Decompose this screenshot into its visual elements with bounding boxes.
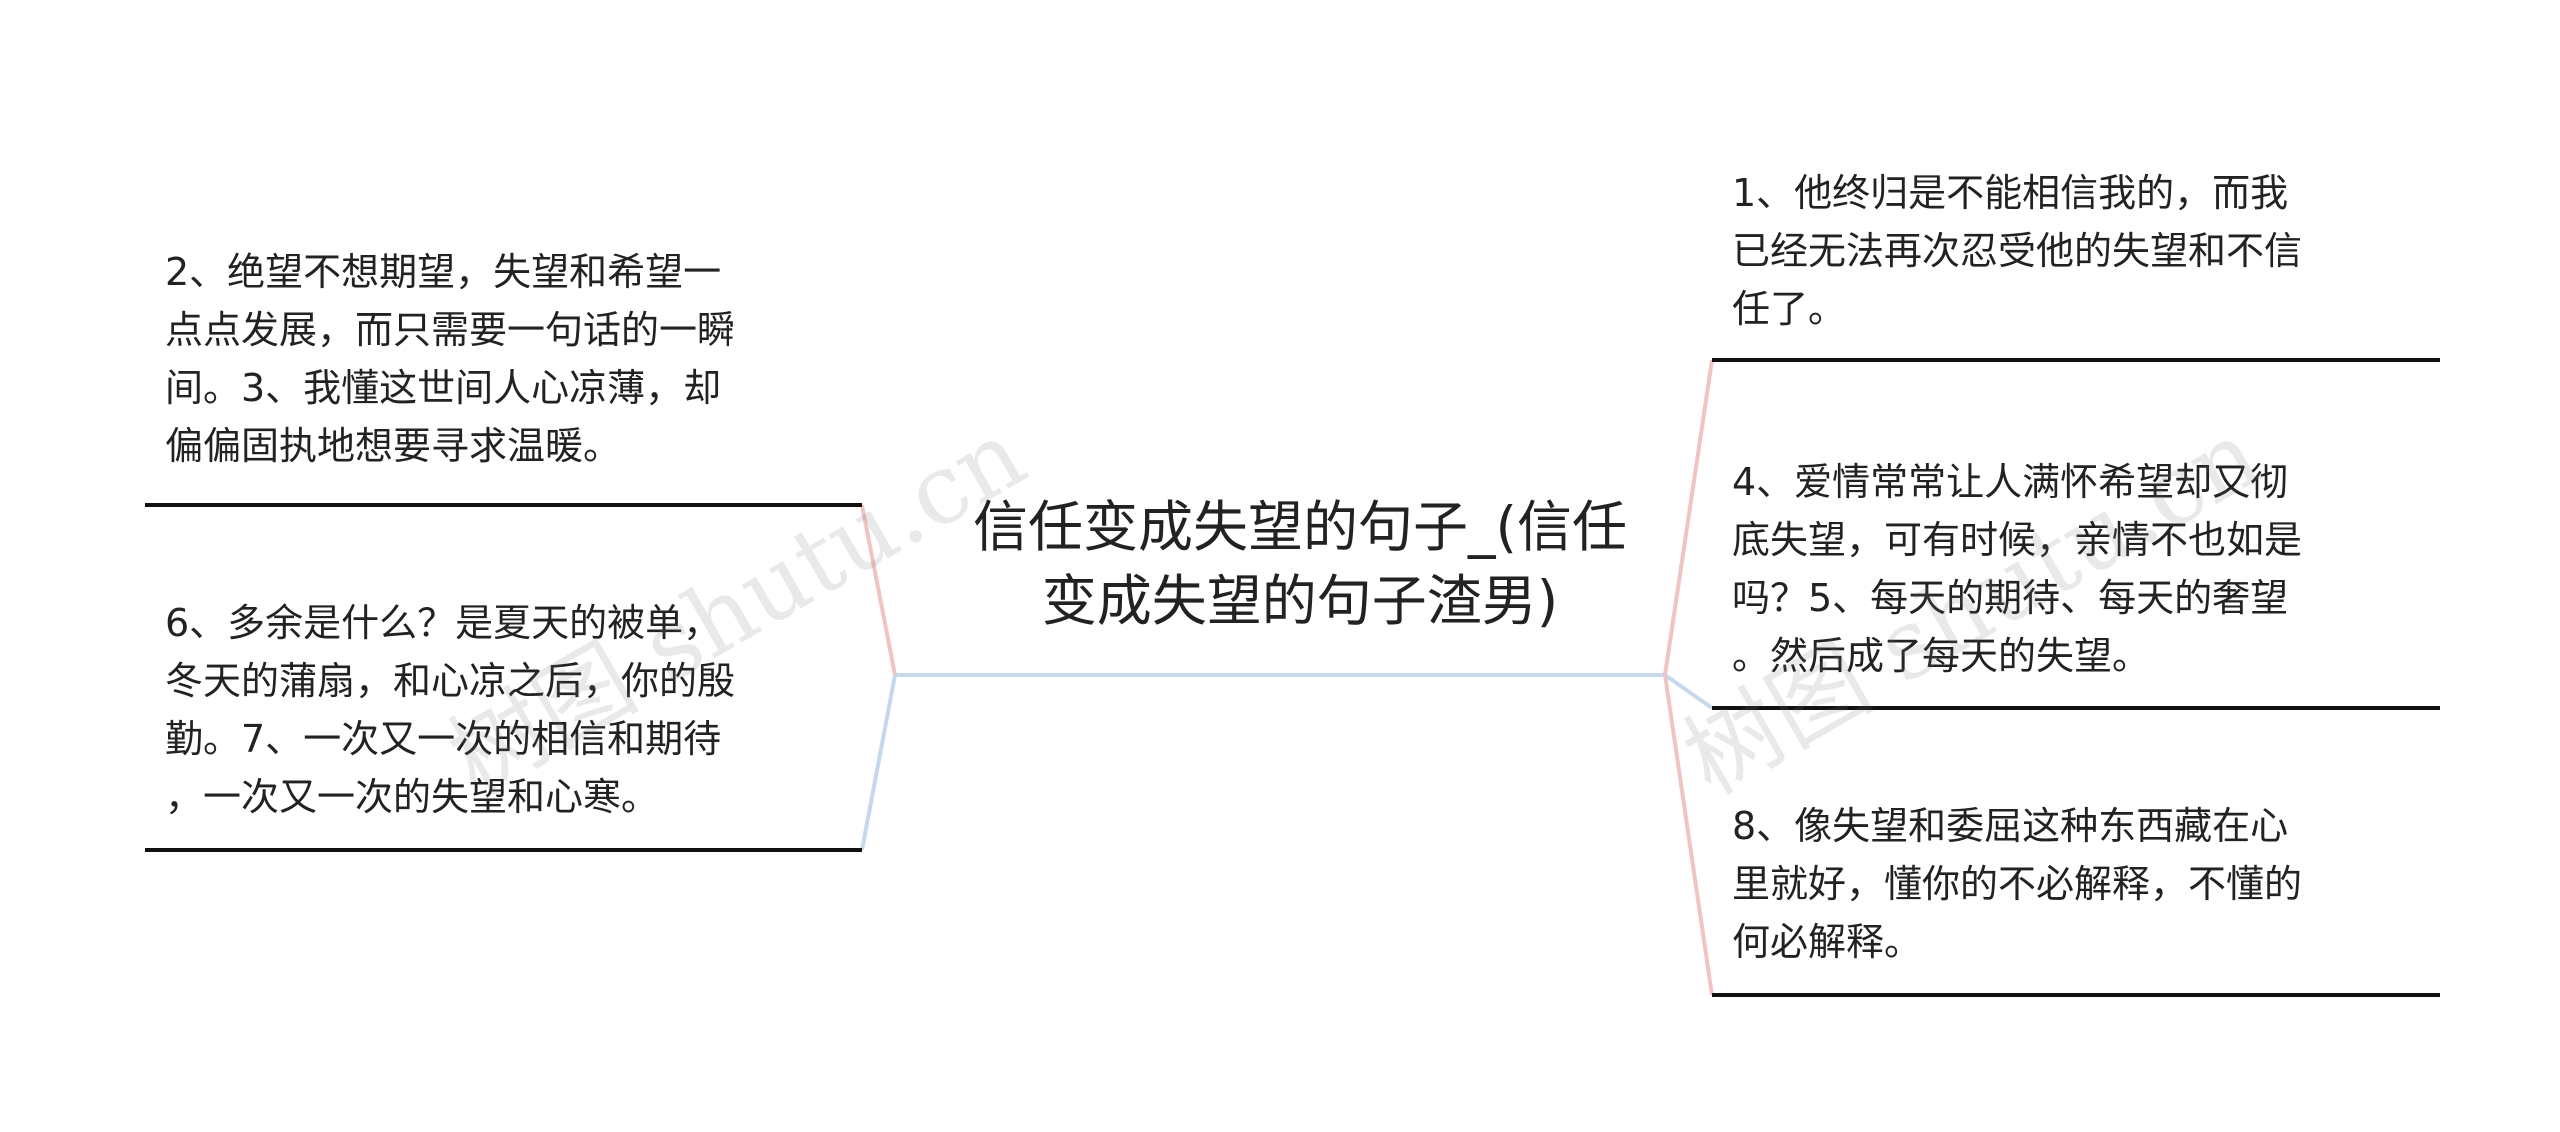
central-topic[interactable]: 信任变成失望的句子_(信任变成失望的句子渣男) [973, 495, 1627, 633]
right-topic-2[interactable]: 4、爱情常常让人满怀希望却又彻 底失望，可有时候，亲情不也如是 吗？5、每天的期… [1732, 460, 2303, 678]
left-topic-1[interactable]: 2、绝望不想期望，失望和希望一 点点发展，而只需要一句话的一瞬 间。3、我懂这世… [165, 250, 736, 468]
right-branch-connector-2 [1663, 673, 1714, 710]
right-branch-connector-1 [1663, 359, 1714, 676]
right-topic-1[interactable]: 1、他终归是不能相信我的，而我 已经无法再次忍受他的失望和不信 任了。 [1732, 171, 2303, 331]
right-topic-3[interactable]: 8、像失望和委屈这种东西藏在心 里就好，懂你的不必解释，不懂的 何必解释。 [1732, 804, 2303, 964]
left-topic-2[interactable]: 6、多余是什么？是夏天的被单， 冬天的蒲扇，和心凉之后，你的殷 勤。7、一次又一… [165, 601, 736, 819]
left-branch-connector-2 [860, 674, 897, 851]
right-branch-connector-3 [1663, 674, 1714, 996]
left-branch-connector-1 [860, 504, 897, 676]
